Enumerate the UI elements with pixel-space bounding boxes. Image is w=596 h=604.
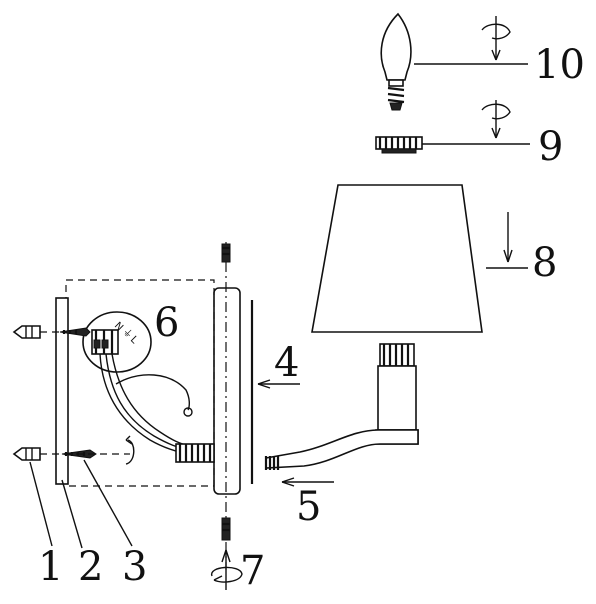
wall-plate <box>213 287 241 495</box>
callout-3: 3 <box>122 544 147 590</box>
leader-line-3 <box>83 459 133 547</box>
strain-relief-nut <box>175 443 215 463</box>
leader-line-2 <box>61 479 83 549</box>
lamp-holder <box>375 343 419 445</box>
callout-5: 5 <box>296 484 321 530</box>
callout-6: 6 <box>154 300 179 346</box>
shade-down-arrow-icon <box>503 212 513 263</box>
top-cap-screw <box>221 243 231 263</box>
tighten-arrow-icon <box>125 435 135 465</box>
mounting-bracket <box>55 297 69 485</box>
screw-in-rotation-arrow-icon <box>481 16 511 61</box>
screw-top <box>59 327 91 337</box>
callout-10: 10 <box>534 42 585 88</box>
wall-plug-bottom <box>12 447 41 461</box>
bottom-rotation-arrow-icon <box>211 549 243 590</box>
wall-plug-top <box>12 325 41 339</box>
callout-9: 9 <box>538 124 563 170</box>
lamp-arm <box>265 429 419 469</box>
callout-8: 8 <box>532 240 557 286</box>
leader-line-1 <box>29 461 53 547</box>
ring-rotation-arrow-icon <box>481 100 511 139</box>
candle-bulb <box>380 12 412 111</box>
bottom-cap-screw <box>221 517 231 541</box>
arrow-5 <box>281 477 334 487</box>
callout-2: 2 <box>78 544 103 590</box>
socket-ring <box>375 136 423 154</box>
callout-7: 7 <box>240 548 265 594</box>
callout-1: 1 <box>38 544 63 590</box>
arm-thread <box>264 456 280 470</box>
lampshade <box>311 184 483 333</box>
callout-4: 4 <box>274 340 299 386</box>
arrow-4 <box>257 379 300 389</box>
terminal-block <box>91 329 119 355</box>
